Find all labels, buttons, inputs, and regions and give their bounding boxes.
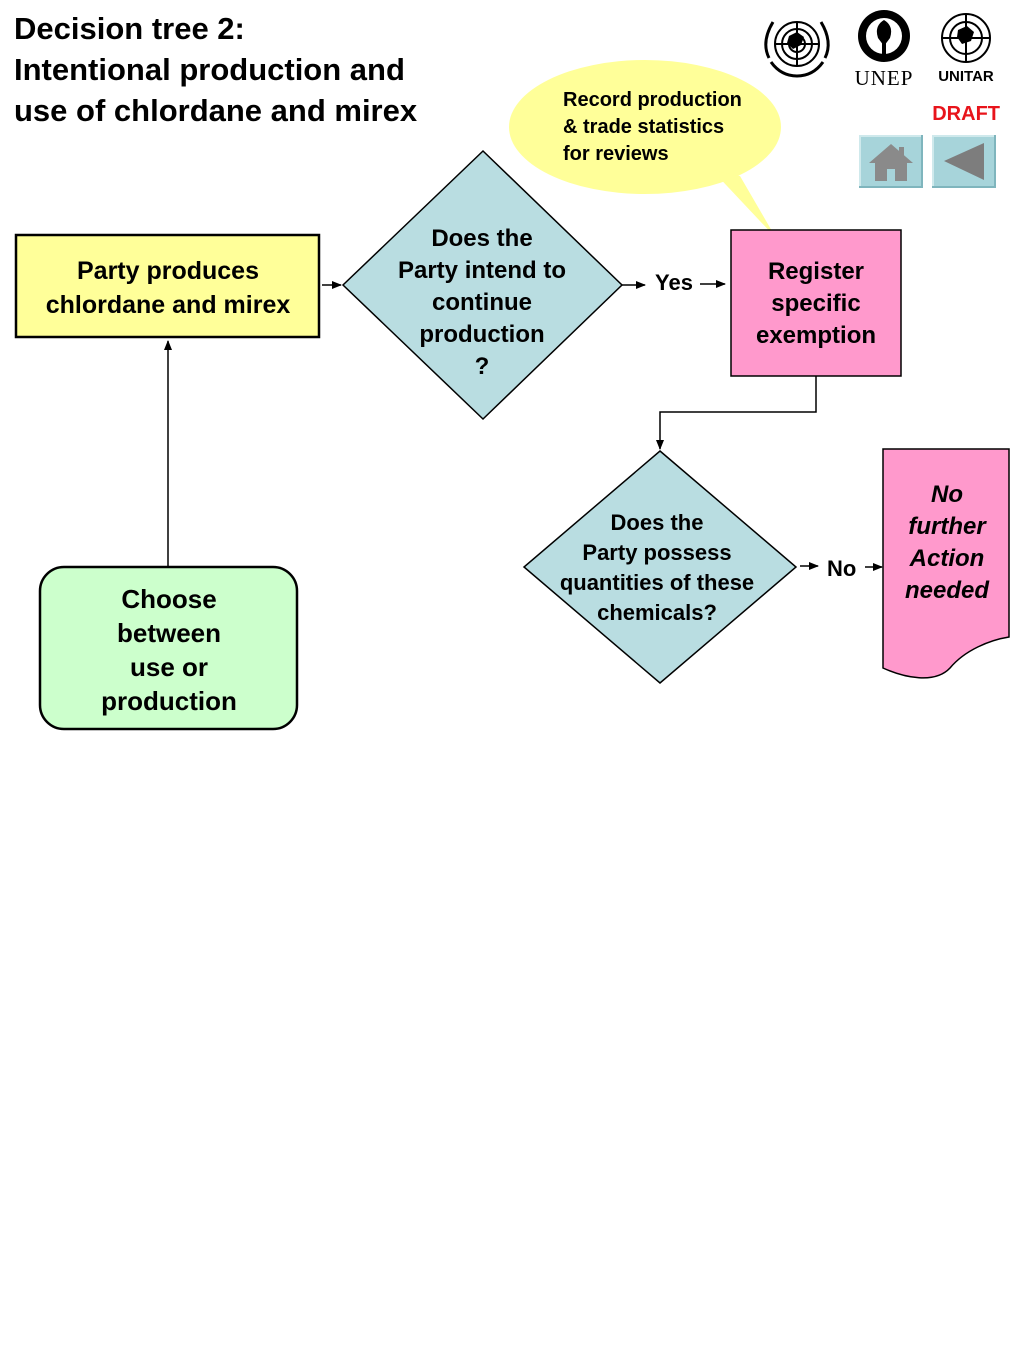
unep-emblem-icon — [858, 10, 910, 62]
register-line-2: specific — [771, 290, 861, 317]
possess-line-2: Party possess — [582, 540, 732, 565]
nofurther-line-4: needed — [904, 577, 990, 604]
party-produces-label: Party produces chlordane and mirex — [18, 254, 318, 322]
callout-line-1: Record production — [563, 89, 742, 111]
draft-label: DRAFT — [932, 103, 1000, 125]
callout-line-3: for reviews — [563, 143, 669, 165]
choose-box — [38, 565, 299, 731]
edge-label-yes: Yes — [655, 270, 693, 295]
callout-text: Record production & trade statistics for… — [563, 87, 783, 168]
title-line-2: Intentional production and — [14, 52, 405, 87]
nofurther-line-2: further — [908, 513, 986, 540]
intend-line-1: Does the — [431, 225, 533, 252]
party-produces-box — [14, 233, 321, 339]
unitar-label: UNITAR — [938, 68, 994, 85]
choose-line-3: use or — [129, 652, 209, 682]
register-exemption-label: Register specific exemption — [732, 256, 900, 352]
register-exemption-box — [730, 229, 902, 377]
possess-quantities-diamond — [522, 450, 798, 684]
back-button[interactable] — [932, 135, 996, 188]
no-further-action-label: No further Action needed — [886, 479, 1008, 607]
possess-quantities-label: Does the Party possess quantities of the… — [537, 508, 777, 628]
unitar-emblem-icon — [941, 13, 991, 63]
un-emblem-logo — [757, 8, 837, 88]
choose-label: Choose between use or production — [42, 582, 296, 718]
possess-line-3: quantities of these — [559, 570, 755, 595]
unep-logo: UNEP — [849, 8, 919, 98]
unep-label: UNEP — [854, 66, 914, 90]
un-emblem-icon — [764, 21, 830, 78]
register-line-1: Register — [767, 258, 865, 285]
party-produces-line-2: chlordane and mirex — [45, 291, 291, 319]
intend-line-4: production — [419, 321, 545, 348]
title-line-1: Decision tree 2: — [14, 11, 245, 46]
callout-bubble — [509, 60, 781, 238]
intend-continue-label: Does the Party intend to continue produc… — [382, 223, 582, 383]
choose-line-1: Choose — [121, 584, 217, 614]
possess-line-4: chemicals? — [597, 600, 717, 625]
possess-line-1: Does the — [610, 510, 704, 535]
callout-line-2: & trade statistics — [563, 116, 725, 138]
nofurther-line-1: No — [931, 481, 963, 508]
register-line-3: exemption — [755, 322, 877, 349]
intend-line-2: Party intend to — [397, 257, 566, 284]
choose-line-4: production — [101, 686, 237, 716]
home-icon — [869, 144, 913, 181]
connector-register-to-possess — [656, 376, 817, 450]
back-arrow-icon — [944, 143, 984, 180]
title-line-3: use of chlordane and mirex — [14, 93, 418, 128]
edge-label-no: No — [827, 556, 857, 581]
unitar-logo: UNITAR — [930, 8, 1002, 98]
party-produces-line-1: Party produces — [76, 257, 259, 285]
no-further-action-shape — [882, 448, 1010, 679]
intend-line-5: ? — [474, 353, 490, 380]
intend-continue-diamond — [341, 149, 624, 421]
intend-line-3: continue — [432, 289, 532, 316]
choose-line-2: between — [116, 618, 222, 648]
nofurther-line-3: Action — [909, 545, 985, 572]
page-title: Decision tree 2: Intentional production … — [14, 8, 484, 131]
home-button[interactable] — [859, 135, 923, 188]
